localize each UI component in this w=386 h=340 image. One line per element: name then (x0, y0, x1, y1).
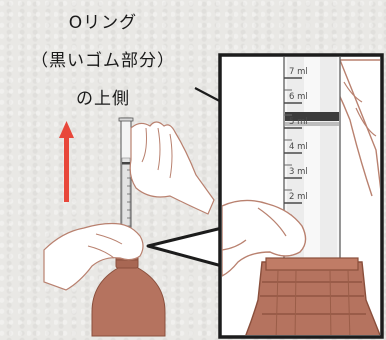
scale-label-5: 5 ml (289, 117, 308, 127)
zoom-pointer (146, 226, 224, 268)
caption-line-1: Oリング (68, 13, 138, 33)
bottle (91, 247, 166, 337)
bottle-cap (245, 261, 380, 335)
scale-label-2: 2 ml (289, 192, 308, 202)
lower-hand (43, 222, 144, 291)
zoom-panel: 7 ml 6 ml 5 ml 4 ml 3 ml 2 ml (218, 53, 384, 339)
upper-hand (129, 121, 215, 215)
scale-label-4: 4 ml (289, 142, 308, 152)
o-ring (285, 112, 339, 121)
scale-label-3: 3 ml (289, 167, 308, 177)
caption: Oリング （黒いゴム部分） の上側 (0, 4, 206, 118)
caption-line-3: の上側 (76, 89, 130, 109)
up-arrow-icon (59, 121, 74, 202)
scale-label-6: 6 ml (289, 92, 308, 102)
scale-label-7: 7 ml (289, 67, 308, 77)
caption-line-2: （黒いゴム部分） (31, 51, 175, 71)
